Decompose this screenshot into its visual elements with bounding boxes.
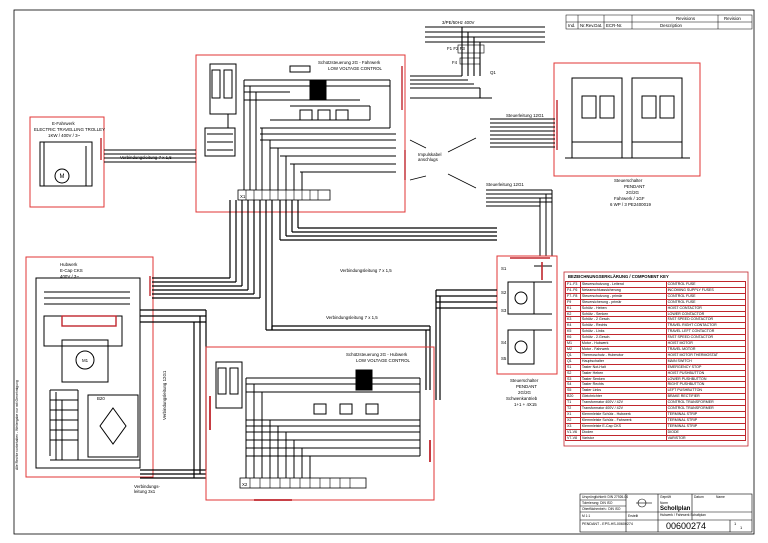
cable-pendant-lower [486, 189, 553, 256]
legend-title: BEZEICHNUNGSERKLÄRUNG / COMPONENT KEY [568, 274, 669, 279]
title-signature-name: Name [716, 495, 725, 499]
fuse-block-label: F1 F2 F3 [447, 46, 465, 51]
travel-motor-subtitle: ELECTRIC TRAVELLING TROLLEY [34, 127, 106, 132]
title-drawing-title: Hubwerk / Fahrwerk Schaltplan [660, 513, 706, 517]
pendant-button-s2: S2 [501, 290, 507, 295]
pendant-upper-spec2: Fahrwerk / 1GF [614, 196, 645, 201]
revision-col-ind: Ind. [568, 23, 576, 28]
hoist-spec: 400V / 3~ [60, 274, 79, 279]
revision-col-ecr: ECR-Nr. [606, 23, 623, 28]
title-drawing-number: 00600274 [666, 521, 707, 531]
travel-motor-spec: 1KW / 400V / 3~ [48, 133, 81, 138]
pendant-upper-spec1: 2G/2G [626, 190, 639, 195]
travel-motor-title: E-Fahrwerk [52, 121, 75, 126]
pendant-lower-model: PENDANT [516, 384, 537, 389]
cable-label-1: Verbindungsleitung 7 x 1,5 [120, 155, 172, 160]
sheet-border [13, 9, 755, 535]
supply-lines [410, 26, 545, 99]
title-sheet: 1 [734, 521, 737, 526]
title-field-2: Geprüft [660, 495, 671, 499]
pendant-button-s4: S4 [501, 340, 507, 345]
cable-label-3: Verbindungsleitung 7 x 1,5 [326, 315, 378, 320]
title-signature-date: Datum [694, 495, 704, 499]
pendant-lower-spec3: 1+1 + 4X15 [514, 402, 537, 407]
hoist-motor-label: M1 [82, 358, 89, 363]
pendant-lower-spec1: 2G/2G [518, 390, 531, 395]
pendant-upper-title: Steuerschalter [614, 178, 643, 183]
hoist-title: Hubwerk [60, 262, 78, 267]
main-switch-label: Q1 [490, 70, 496, 75]
travel-motor-symbol: M [60, 174, 65, 180]
travel-motor-panel: M [29, 116, 105, 208]
cable-travel [104, 149, 196, 163]
title-block [579, 493, 753, 533]
pendant-button-s5: S5 [501, 356, 507, 361]
upper-pendant-panel [553, 62, 701, 177]
pendant-upper-model: PENDANT [624, 184, 645, 189]
arrow-note: Impulskabel anschlugs [418, 152, 442, 162]
title-scale: M 1:1 [582, 514, 591, 518]
title-line-3: Oberflächenbeh.: DIN ISO [582, 507, 621, 511]
lower-panel-subtitle: LOW VOLTAGE CONTROL [356, 358, 410, 363]
upper-contactor-panel [195, 54, 406, 213]
revision-col-desc: Description [660, 23, 682, 28]
pendant-upper-spec3: 6 WP / 3 PE2400019 [610, 202, 651, 207]
hoist-panel [25, 256, 154, 478]
lower-terminal-label: X2 [242, 482, 248, 487]
title-line-1: Ursprünglichkeit: DIN 27926-04 [582, 495, 628, 499]
cable-bundles [140, 200, 497, 479]
pendant-lower-spec2: Schwenkantrieb [506, 396, 538, 401]
note-arrows [409, 137, 477, 189]
upper-terminal-label: X1 [240, 194, 246, 199]
title-company: Schollplan [660, 506, 691, 512]
lower-contactor-panel [205, 346, 435, 501]
legend-english: VARISTOR [665, 434, 747, 442]
pendant-lower-cable: Steuerleitung 12G1 [486, 182, 524, 187]
title-field-1: Erstellt [628, 514, 639, 518]
upper-panel-title: Schützsteuerung 2G - Fahrwerk [318, 60, 381, 65]
supply-label: 3/PE/50Hz 400V [442, 20, 475, 25]
cable-label-2: Verbindungsleitung 7 x 1,5 [340, 268, 392, 273]
cable-label-5: Verbindungs- leitung 3x1 [134, 484, 160, 494]
cable-label-4: Verbindungsleitung 12G1 [162, 370, 167, 420]
lower-pendant-panel [496, 255, 558, 375]
pendant-lower-title: Steuerschalter [510, 378, 539, 383]
lower-panel-title: Schützsteuerung 2G - Hubwerk [346, 352, 408, 357]
fuse-single-label: F4 [452, 60, 458, 65]
pendant-upper-cable: Steuerleitung 12G1 [506, 113, 544, 118]
hoist-model: E-Cap CKS [60, 268, 83, 273]
pendant-button-s1: S1 [501, 266, 507, 271]
legend-code: V7-V8 [565, 434, 581, 442]
title-reference: PENDANT - EPS-HS-00600274 [582, 522, 633, 526]
legend-frame [563, 271, 749, 447]
revision-col-nr: Nr.Rev.Dat. [580, 23, 603, 28]
revision-title: Revisions [676, 16, 696, 21]
title-line-2: Tolerierung: DIN ISO [582, 501, 613, 505]
legend-german: Varistor [579, 434, 667, 442]
title-sheet-total: 1 [740, 525, 743, 530]
revision-table [565, 14, 753, 30]
revision-ref: Revision [724, 16, 741, 21]
cable-pendant-upper [490, 118, 555, 148]
upper-panel-subtitle: LOW VOLTAGE CONTROL [328, 66, 382, 71]
margin-note: Alle Rechte vorbehalten - Weitergabe nur… [15, 380, 19, 470]
hoist-brake-label: B20 [97, 396, 105, 401]
title-field-3: Norm [660, 501, 669, 505]
pendant-button-s3: S3 [501, 308, 507, 313]
